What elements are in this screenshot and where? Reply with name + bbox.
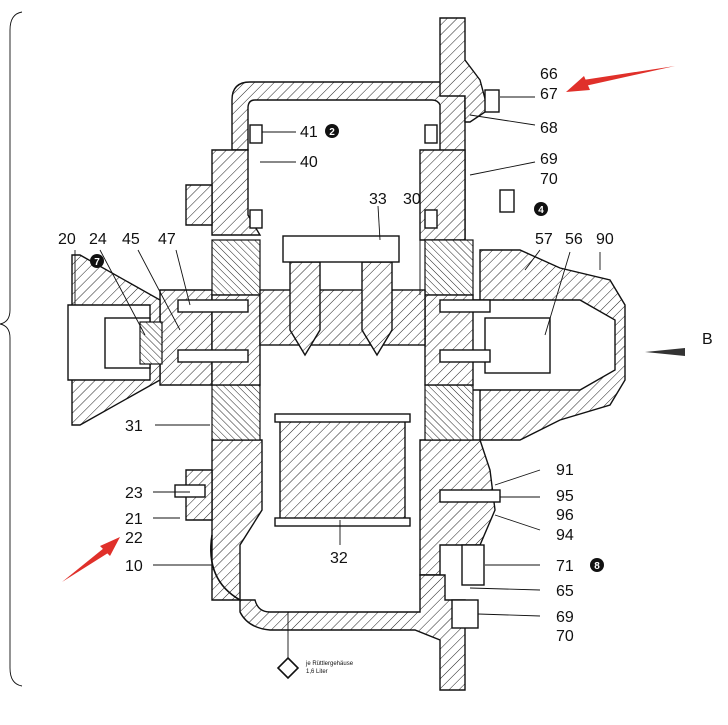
shaft-assembly xyxy=(259,235,426,527)
part-labels: 66 67 68 41 40 69 70 33 30 20 24 45 47 5… xyxy=(58,66,614,675)
label-32: 32 xyxy=(330,550,348,567)
label-23: 23 xyxy=(125,485,143,502)
note-line-1: je Rüttlergehäuse xyxy=(305,661,354,667)
label-94: 94 xyxy=(556,527,574,544)
label-33: 33 xyxy=(369,191,387,208)
reference-badges: 2 4 7 8 xyxy=(90,124,604,572)
view-arrow-b: B xyxy=(645,331,713,356)
label-65: 65 xyxy=(556,583,574,600)
label-96: 96 xyxy=(556,507,574,524)
label-90: 90 xyxy=(596,231,614,248)
label-71: 71 xyxy=(556,558,574,575)
label-22: 22 xyxy=(125,530,143,547)
label-41: 41 xyxy=(300,124,318,141)
badge-8: 8 xyxy=(590,558,604,572)
badge-4: 4 xyxy=(534,202,548,216)
svg-text:2: 2 xyxy=(329,127,335,138)
label-10: 10 xyxy=(125,558,143,575)
label-95: 95 xyxy=(556,488,574,505)
oil-fill-diamond xyxy=(276,656,300,680)
label-40: 40 xyxy=(300,154,318,171)
label-69-upper: 69 xyxy=(540,151,558,168)
label-24: 24 xyxy=(89,231,107,248)
label-b: B xyxy=(702,331,713,348)
bearings xyxy=(211,239,474,441)
badge-7: 7 xyxy=(90,254,104,268)
svg-text:7: 7 xyxy=(94,257,100,268)
label-70-lower: 70 xyxy=(556,628,574,645)
svg-text:8: 8 xyxy=(594,561,600,572)
red-arrow-upper xyxy=(566,66,675,92)
note-line-2: 1,6 Liter xyxy=(306,669,328,675)
left-bracket xyxy=(0,11,23,687)
label-66: 66 xyxy=(540,66,558,83)
couplings xyxy=(104,317,551,374)
bolts xyxy=(174,89,515,629)
badge-2: 2 xyxy=(325,124,339,138)
label-45: 45 xyxy=(122,231,140,248)
leader-lines xyxy=(74,96,601,658)
red-arrow-lower xyxy=(62,537,120,582)
label-31: 31 xyxy=(125,418,143,435)
label-67: 67 xyxy=(540,86,558,103)
label-91: 91 xyxy=(556,462,574,479)
label-70-upper: 70 xyxy=(540,171,558,188)
svg-text:4: 4 xyxy=(538,205,544,216)
label-47: 47 xyxy=(158,231,176,248)
label-56: 56 xyxy=(565,231,583,248)
label-30: 30 xyxy=(403,191,421,208)
label-20: 20 xyxy=(58,231,76,248)
label-57: 57 xyxy=(535,231,553,248)
label-68: 68 xyxy=(540,120,558,137)
label-69-lower: 69 xyxy=(556,609,574,626)
label-21: 21 xyxy=(125,511,143,528)
